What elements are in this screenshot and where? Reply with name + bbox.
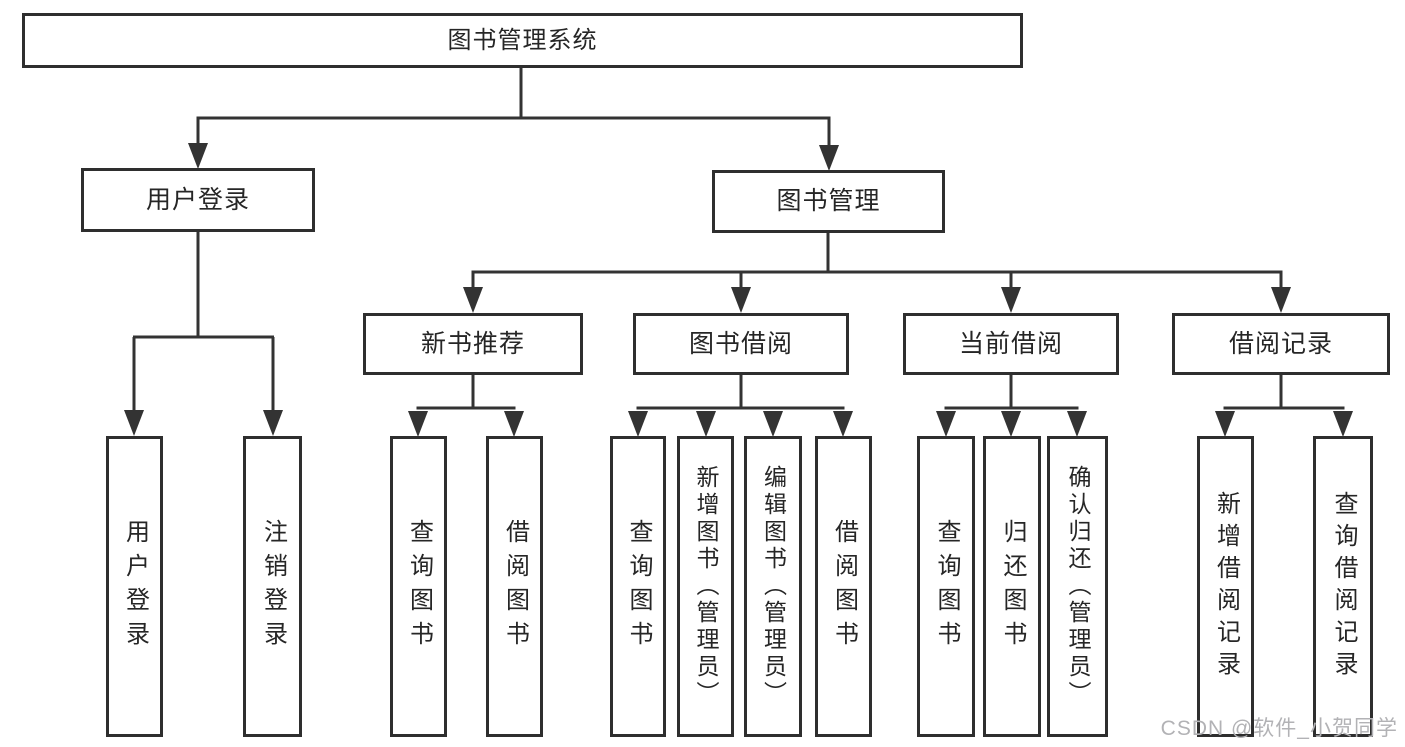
leaf-label: 新增借阅记录 bbox=[1212, 490, 1240, 683]
leaf-label: 借阅图书 bbox=[830, 518, 858, 655]
leaf-label: 查询借阅记录 bbox=[1330, 490, 1357, 683]
node-book-management: 图书管理 bbox=[712, 170, 945, 233]
leaf-label: 借阅图书 bbox=[501, 518, 529, 655]
leaf-query-borrow-record: 查询借阅记录 bbox=[1313, 436, 1373, 737]
leaf-return-books: 归还图书 bbox=[983, 436, 1041, 737]
node-new-book-recommend: 新书推荐 bbox=[363, 313, 583, 375]
leaf-label: 新增图书（管理员） bbox=[693, 465, 719, 708]
arrowheads bbox=[124, 143, 1353, 437]
leaf-label: 编辑图书（管理员） bbox=[760, 465, 787, 708]
node-root: 图书管理系统 bbox=[22, 13, 1023, 68]
leaf-add-books-admin: 新增图书（管理员） bbox=[677, 436, 734, 737]
leaf-label: 确认归还（管理员） bbox=[1065, 465, 1091, 708]
leaf-label: 查询图书 bbox=[933, 518, 960, 655]
leaf-logout: 注销登录 bbox=[243, 436, 302, 737]
node-book-borrow: 图书借阅 bbox=[633, 313, 849, 375]
leaf-query-books-borrow: 查询图书 bbox=[610, 436, 666, 737]
leaf-edit-books-admin: 编辑图书（管理员） bbox=[744, 436, 802, 737]
leaf-query-books-recommend: 查询图书 bbox=[390, 436, 447, 737]
leaf-confirm-return-admin: 确认归还（管理员） bbox=[1047, 436, 1108, 737]
node-borrow-records: 借阅记录 bbox=[1172, 313, 1390, 375]
node-current-borrow: 当前借阅 bbox=[903, 313, 1119, 375]
leaf-label: 查询图书 bbox=[405, 518, 433, 655]
leaf-label: 用户登录 bbox=[121, 518, 149, 655]
leaf-borrow-books: 借阅图书 bbox=[815, 436, 872, 737]
leaf-label: 归还图书 bbox=[999, 518, 1026, 655]
node-user-login: 用户登录 bbox=[81, 168, 315, 232]
leaf-borrow-books-recommend: 借阅图书 bbox=[486, 436, 543, 737]
leaf-query-books-current: 查询图书 bbox=[917, 436, 975, 737]
leaf-add-borrow-record: 新增借阅记录 bbox=[1197, 436, 1254, 737]
leaf-label: 注销登录 bbox=[259, 518, 287, 655]
leaf-user-login: 用户登录 bbox=[106, 436, 163, 737]
leaf-label: 查询图书 bbox=[625, 518, 652, 655]
csdn-watermark: CSDN @软件_小贺同学 bbox=[1160, 717, 1398, 740]
